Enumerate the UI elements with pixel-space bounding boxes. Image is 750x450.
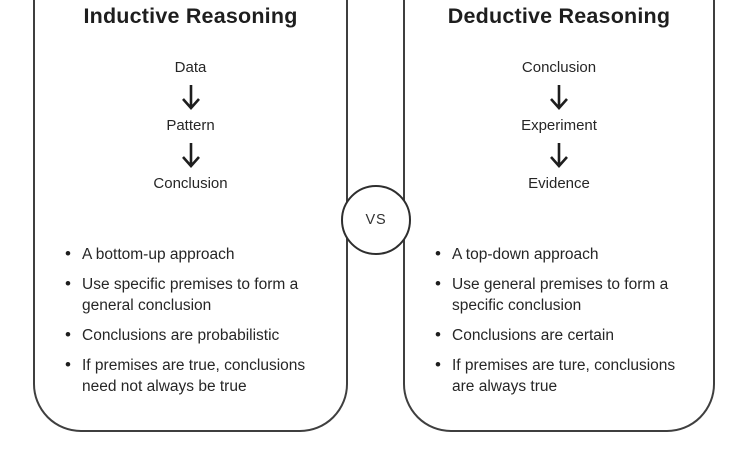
bullet-item: Conclusions are probabilistic — [65, 324, 330, 346]
flow-step-experiment: Experiment — [521, 117, 597, 134]
flow-step-conclusion: Conclusion — [153, 175, 228, 192]
down-arrow-icon — [181, 85, 200, 110]
bullet-item: Use specific premises to form a general … — [65, 273, 330, 316]
inductive-reasoning-card: Inductive Reasoning Data Pattern Conclus… — [33, 0, 348, 432]
deductive-card-title: Deductive Reasoning — [447, 4, 671, 28]
vs-badge: VS — [341, 185, 411, 255]
down-arrow-icon — [181, 143, 200, 168]
flow-step-evidence: Evidence — [528, 175, 590, 192]
bullet-item: Conclusions are certain — [435, 324, 697, 346]
flow-step-pattern: Pattern — [166, 117, 215, 134]
inductive-bullet-list: A bottom-up approach Use specific premis… — [65, 243, 330, 397]
inductive-flow: Data Pattern Conclusion — [35, 60, 346, 192]
bullet-item: If premises are true, conclusions need n… — [65, 354, 330, 397]
deductive-bullet-list: A top-down approach Use general premises… — [435, 243, 697, 397]
deductive-flow: Conclusion Experiment Evidence — [405, 60, 713, 192]
bullet-item: A bottom-up approach — [65, 243, 330, 265]
flow-step-conclusion: Conclusion — [521, 59, 597, 76]
bullet-item: A top-down approach — [435, 243, 697, 265]
inductive-card-title: Inductive Reasoning — [83, 4, 298, 28]
flow-step-data: Data — [174, 59, 207, 76]
deductive-reasoning-card: Deductive Reasoning Conclusion Experimen… — [403, 0, 715, 432]
bullet-item: If premises are ture, conclusions are al… — [435, 354, 697, 397]
bullet-item: Use general premises to form a specific … — [435, 273, 697, 316]
down-arrow-icon — [550, 143, 568, 168]
down-arrow-icon — [550, 85, 568, 110]
